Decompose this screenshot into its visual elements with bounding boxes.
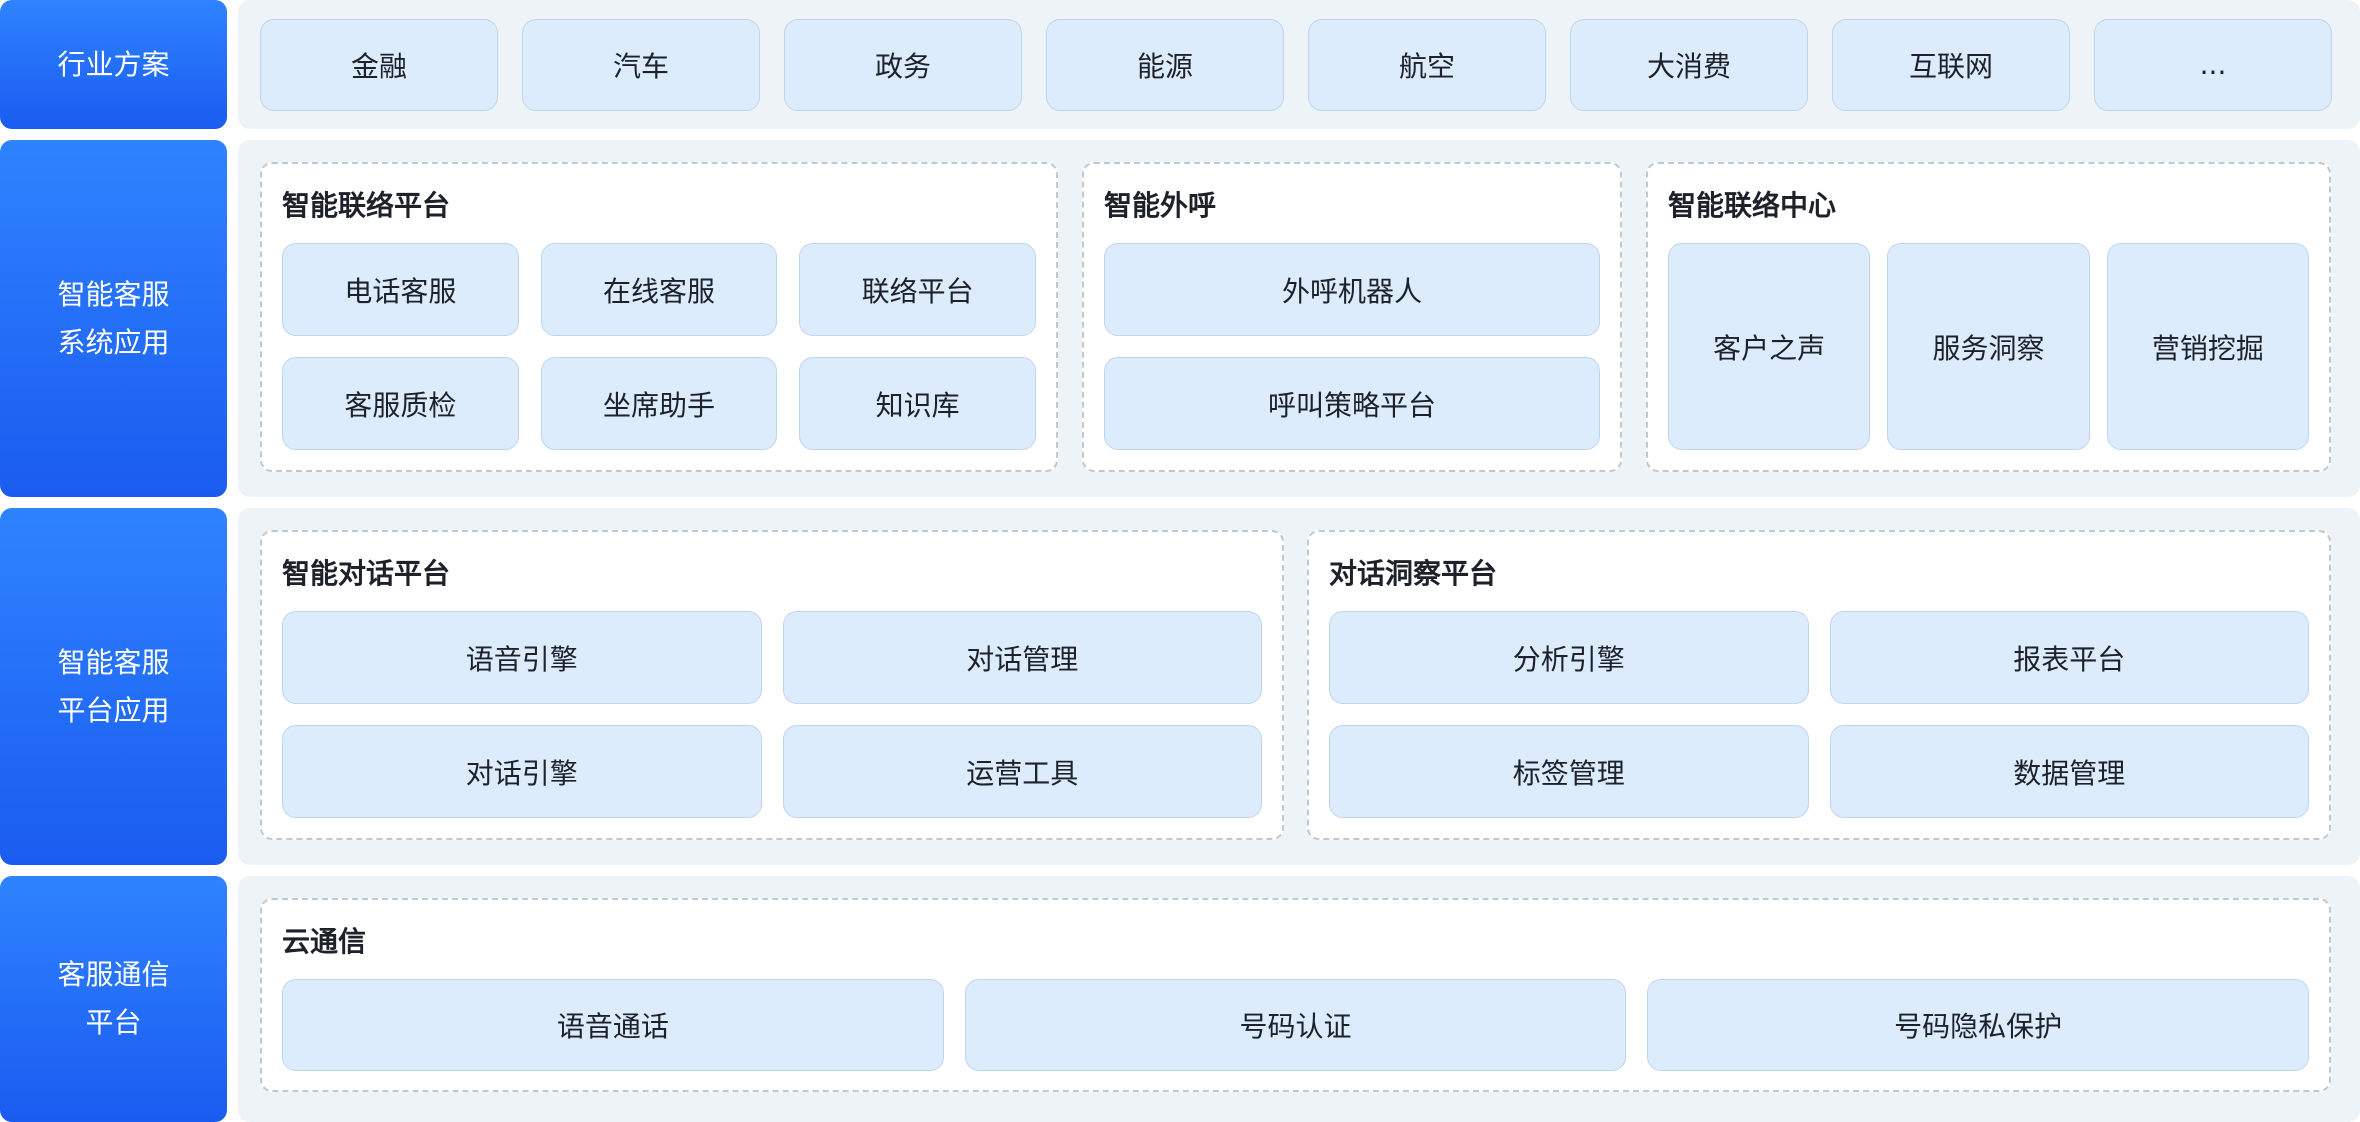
- module-outbound-robot: 外呼机器人: [1104, 243, 1600, 336]
- module-online-service: 在线客服: [540, 243, 778, 336]
- module-dialogue-engine: 对话引擎: [282, 725, 762, 818]
- row-label-industry-solutions: 行业方案: [0, 0, 227, 129]
- module-call-strategy-platform: 呼叫策略平台: [1104, 357, 1600, 450]
- row-label-text: 行业方案: [57, 47, 170, 81]
- industry-item-energy: 能源: [1046, 18, 1284, 111]
- row-label-text-line2: 平台应用: [57, 693, 170, 727]
- module-service-insight: 服务洞察: [1887, 243, 2090, 450]
- module-marketing-mining: 营销挖掘: [2106, 243, 2309, 450]
- platform-applications-row: 智能客服 平台应用 智能对话平台 语音引擎 对话管理 对话引擎 运营工具 对话洞…: [0, 508, 2360, 865]
- module-grid: 分析引擎 报表平台 标签管理 数据管理: [1329, 611, 2309, 818]
- group-cloud-communication: 云通信 语音通话 号码认证 号码隐私保护: [260, 898, 2331, 1092]
- row-label-text-line1: 客服通信: [57, 958, 170, 991]
- group-outbound-call: 智能外呼 外呼机器人 呼叫策略平台: [1082, 162, 1622, 472]
- module-grid: 语音引擎 对话管理 对话引擎 运营工具: [282, 611, 1262, 818]
- module-grid: 客户之声 服务洞察 营销挖掘: [1668, 243, 2309, 450]
- industry-solutions-row: 行业方案 金融 汽车 政务 能源 航空 大消费 互联网 ...: [0, 0, 2360, 129]
- platform-applications-panel: 智能对话平台 语音引擎 对话管理 对话引擎 运营工具 对话洞察平台 分析引擎 报…: [238, 508, 2360, 865]
- module-analysis-engine: 分析引擎: [1329, 611, 1809, 704]
- row-label-platform-applications: 智能客服 平台应用: [0, 508, 227, 865]
- group-title: 智能联络平台: [282, 188, 451, 222]
- module-voice-of-customer: 客户之声: [1668, 243, 1871, 450]
- industry-item-automotive: 汽车: [522, 18, 760, 111]
- module-knowledge-base: 知识库: [799, 357, 1036, 450]
- row-label-text-line1: 智能客服: [57, 277, 170, 311]
- module-grid: 外呼机器人 呼叫策略平台: [1104, 243, 1600, 450]
- group-title: 云通信: [282, 924, 367, 958]
- group-contact-center: 智能联络中心 客户之声 服务洞察 营销挖掘: [1646, 162, 2331, 472]
- industry-item-more: ...: [2094, 18, 2332, 111]
- row-label-text-line2: 平台: [85, 1006, 142, 1039]
- module-number-verification: 号码认证: [964, 979, 1627, 1071]
- module-contact-platform: 联络平台: [799, 243, 1036, 336]
- row-label-system-applications: 智能客服 系统应用: [0, 140, 227, 497]
- industry-item-internet: 互联网: [1832, 18, 2070, 111]
- module-report-platform: 报表平台: [1829, 611, 2309, 704]
- communication-platform-row: 客服通信 平台 云通信 语音通话 号码认证 号码隐私保护: [0, 876, 2360, 1122]
- group-title: 智能对话平台: [282, 556, 451, 590]
- module-voice-call: 语音通话: [282, 979, 944, 1071]
- industry-panel: 金融 汽车 政务 能源 航空 大消费 互联网 ...: [238, 0, 2360, 129]
- group-contact-platform: 智能联络平台 电话客服 在线客服 联络平台 客服质检 坐席助手 知识库: [260, 162, 1058, 472]
- group-title: 智能联络中心: [1668, 188, 1837, 222]
- group-title: 对话洞察平台: [1329, 556, 1498, 590]
- module-speech-engine: 语音引擎: [282, 611, 762, 704]
- module-data-management: 数据管理: [1829, 725, 2309, 818]
- group-dialogue-platform: 智能对话平台 语音引擎 对话管理 对话引擎 运营工具: [260, 530, 1284, 840]
- industry-item-consumer: 大消费: [1570, 18, 1808, 111]
- industry-item-finance: 金融: [260, 18, 498, 111]
- group-title: 智能外呼: [1104, 188, 1217, 222]
- communication-platform-panel: 云通信 语音通话 号码认证 号码隐私保护: [238, 876, 2360, 1122]
- row-label-text-line1: 智能客服: [57, 645, 170, 679]
- module-quality-inspection: 客服质检: [282, 357, 519, 450]
- industry-item-aviation: 航空: [1308, 18, 1546, 111]
- module-grid: 电话客服 在线客服 联络平台 客服质检 坐席助手 知识库: [282, 243, 1036, 450]
- row-label-communication-platform: 客服通信 平台: [0, 876, 227, 1122]
- module-phone-service: 电话客服: [282, 243, 519, 336]
- module-number-privacy-protection: 号码隐私保护: [1647, 979, 2309, 1071]
- module-dialogue-management: 对话管理: [782, 611, 1262, 704]
- module-operation-tools: 运营工具: [782, 725, 1262, 818]
- module-tag-management: 标签管理: [1329, 725, 1809, 818]
- system-applications-panel: 智能联络平台 电话客服 在线客服 联络平台 客服质检 坐席助手 知识库 智能外呼…: [238, 140, 2360, 497]
- group-insight-platform: 对话洞察平台 分析引擎 报表平台 标签管理 数据管理: [1307, 530, 2331, 840]
- module-grid: 语音通话 号码认证 号码隐私保护: [282, 979, 2309, 1071]
- system-applications-row: 智能客服 系统应用 智能联络平台 电话客服 在线客服 联络平台 客服质检 坐席助…: [0, 140, 2360, 497]
- module-agent-assistant: 坐席助手: [540, 357, 778, 450]
- row-label-text-line2: 系统应用: [57, 325, 170, 359]
- industry-item-government: 政务: [784, 18, 1022, 111]
